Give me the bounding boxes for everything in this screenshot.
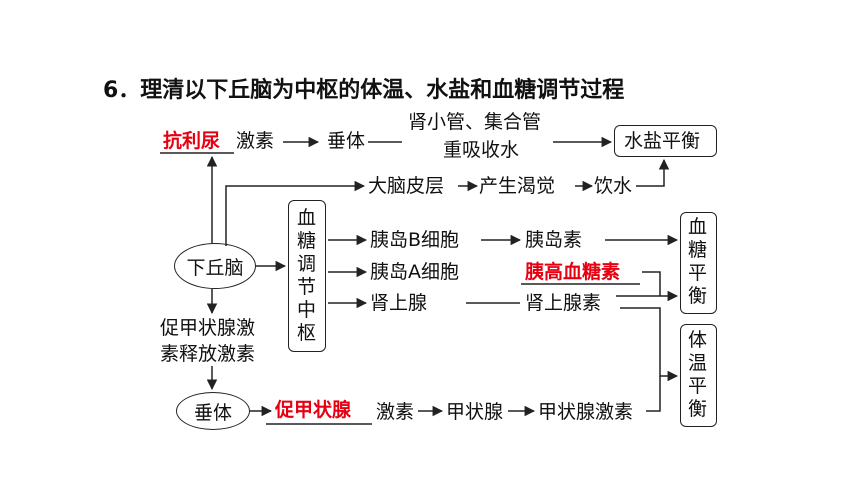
label-water-salt-balance: 水盐平衡	[624, 130, 701, 152]
label-insulin: 胰岛素	[525, 229, 583, 251]
label-adrenal: 肾上腺	[370, 292, 428, 314]
box-water-salt-balance: 水盐平衡	[614, 125, 717, 157]
label-glucose-balance: 血 糖 平 衡	[688, 216, 708, 307]
answer-antidiuretic: 抗利尿	[163, 130, 221, 152]
label-pituitary-2: 垂体	[193, 401, 232, 424]
line-glucagon-merge	[642, 271, 661, 296]
label-hypothalamus: 下丘脑	[186, 256, 244, 279]
label-hormone-2: 激素	[376, 401, 415, 423]
label-trh-1: 促甲状腺激	[160, 317, 256, 339]
box-temperature-balance: 体 温 平 衡	[680, 324, 717, 427]
label-trh-2: 素释放激素	[160, 343, 256, 365]
label-thirst: 产生渴觉	[479, 175, 556, 197]
label-tubule-1: 肾小管、集合管	[408, 111, 542, 133]
label-thyroxine: 甲状腺激素	[538, 401, 634, 423]
label-cortex: 大脑皮层	[368, 175, 445, 197]
label-pituitary-1: 垂体	[327, 130, 366, 152]
label-thyroid: 甲状腺	[446, 401, 504, 423]
box-glucose-balance: 血 糖 平 衡	[680, 212, 717, 314]
arrow-adrenaline-temperature	[620, 307, 679, 382]
answer-tsh: 促甲状腺	[275, 399, 352, 421]
label-drink: 饮水	[594, 175, 633, 197]
label-glucose-center: 血 糖 调 节 中 枢	[297, 207, 317, 344]
node-hypothalamus: 下丘脑	[174, 243, 256, 289]
box-glucose-center: 血 糖 调 节 中 枢	[288, 200, 326, 352]
line-thyroxine-temperature	[646, 376, 661, 412]
label-hormone-1: 激素	[236, 130, 275, 152]
answer-glucagon: 胰高血糖素	[525, 261, 621, 283]
label-islet-a: 胰岛A细胞	[370, 261, 459, 283]
page-title: 6．理清以下丘脑为中枢的体温、水盐和血糖调节过程	[103, 78, 625, 103]
label-adrenaline: 肾上腺素	[525, 292, 602, 314]
node-pituitary-2: 垂体	[176, 392, 250, 430]
label-islet-b: 胰岛B细胞	[370, 229, 460, 251]
label-tubule-2: 重吸收水	[443, 139, 520, 161]
arrow-drink-balance	[636, 158, 670, 187]
label-temperature-balance: 体 温 平 衡	[688, 329, 708, 420]
arrow-hypothalamus-cortex	[225, 180, 366, 246]
